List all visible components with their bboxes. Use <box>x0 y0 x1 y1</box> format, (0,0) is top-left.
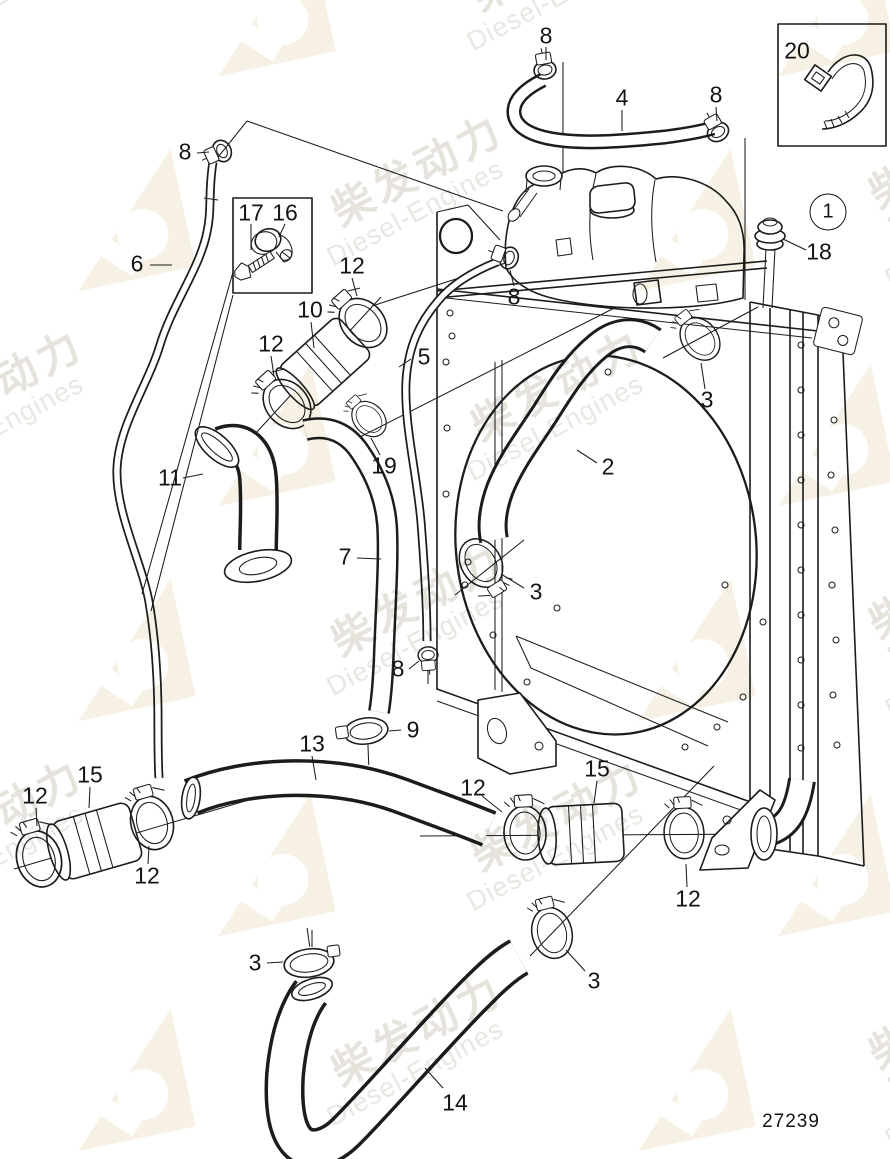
part-5-pipe <box>401 257 499 684</box>
inset-box-cable-tie <box>777 23 887 147</box>
right-foot-bracket <box>699 789 776 871</box>
part-15-sleeve <box>537 802 625 866</box>
plug-18 <box>754 217 786 309</box>
upper-bracket <box>813 306 863 356</box>
part-7-hose <box>302 417 399 714</box>
part-2-hose <box>477 318 662 544</box>
part-9-clamp <box>334 716 389 765</box>
inlet-stub <box>632 279 662 306</box>
part-13-hose <box>180 759 497 847</box>
left-foot-bracket <box>477 692 557 775</box>
part-6-hose <box>112 161 219 779</box>
part-4-hose <box>506 73 716 150</box>
filler-neck-open <box>507 165 563 222</box>
outlet-opening <box>750 807 778 861</box>
part-14-hose <box>264 939 530 1159</box>
flange <box>223 548 293 584</box>
part-11-elbow-hose <box>194 423 293 584</box>
part-3-clamp <box>283 927 341 979</box>
part-12-clamp <box>661 795 707 861</box>
part-3-clamp <box>523 892 579 964</box>
fan-shroud-circle <box>454 354 758 736</box>
part-8-clamp <box>529 45 559 82</box>
part-3-clamp <box>665 301 729 369</box>
drawing-number: 27239 <box>762 1111 820 1132</box>
part-15-sleeve <box>45 802 143 881</box>
inset-box-clip-bolt <box>141 197 313 612</box>
filler-cap <box>589 182 636 219</box>
